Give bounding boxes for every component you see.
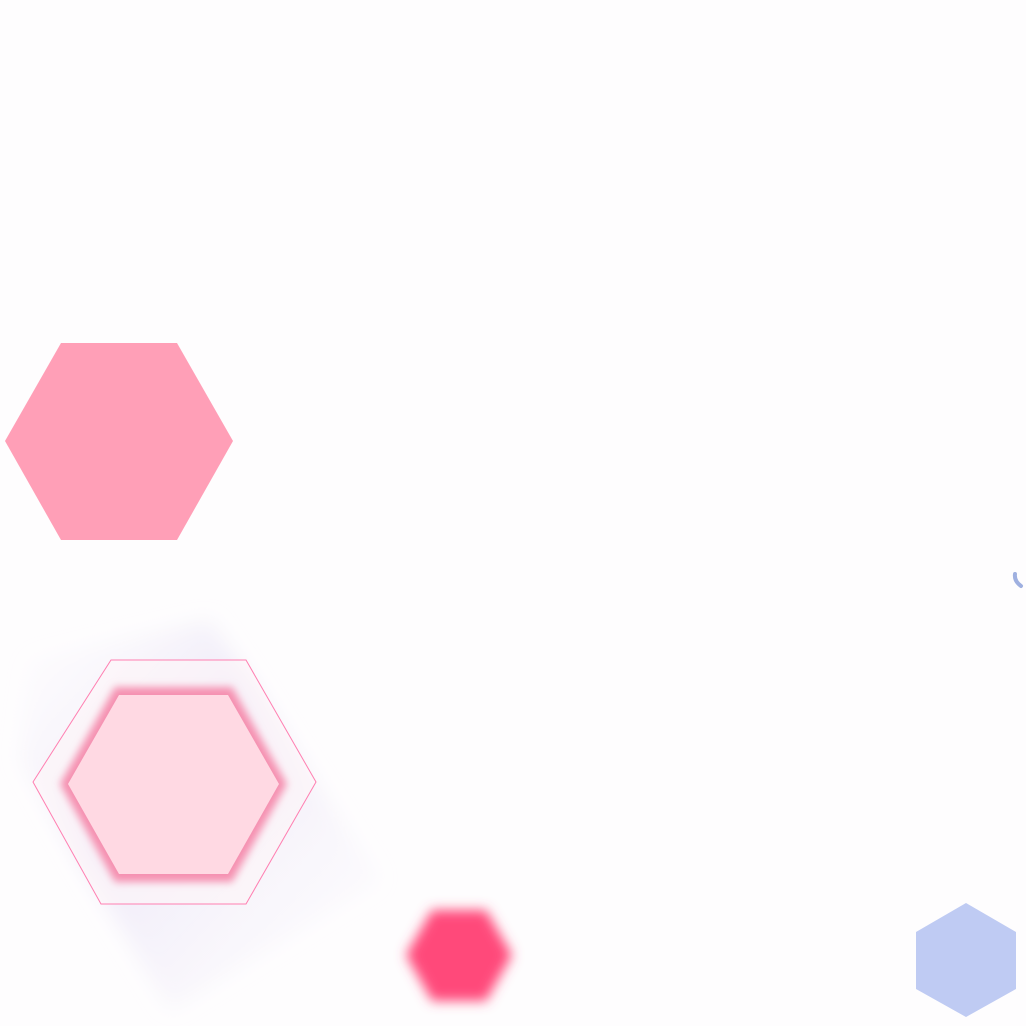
- large-pink-hexagon: [5, 343, 233, 540]
- framed-hexagon-inner: [68, 695, 279, 874]
- small-blue-arc: [1012, 572, 1023, 588]
- blue-hexagon: [916, 903, 1016, 1017]
- blurred-pink-hexagon: [406, 910, 512, 1001]
